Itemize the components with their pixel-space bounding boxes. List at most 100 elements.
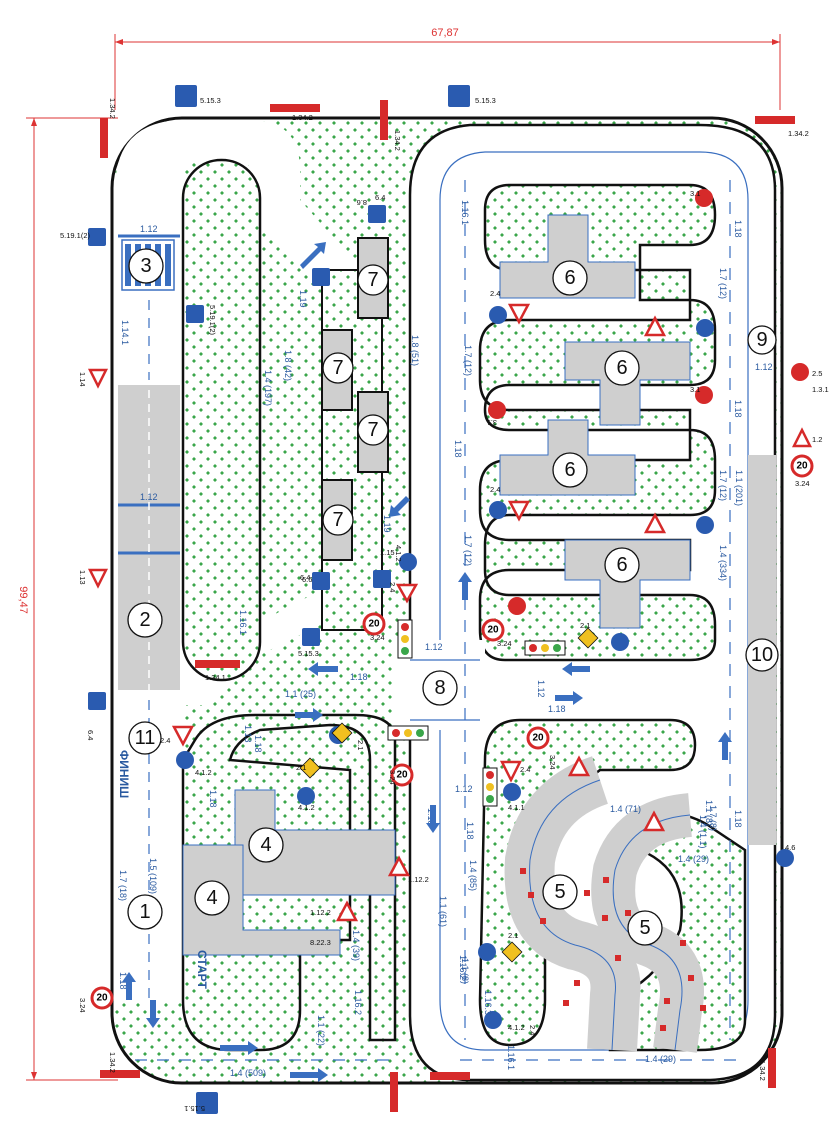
lane-direction-sign-icon	[175, 85, 197, 107]
sign-code: 1.34.2	[393, 130, 402, 151]
sign-code: 4.1.2	[394, 545, 403, 562]
sign-code: 2.1	[356, 740, 365, 750]
sign-code: 3.24	[497, 639, 512, 648]
sign-code: 1.34.2	[758, 1060, 767, 1081]
marking-label: 1.1 (22)	[316, 1015, 326, 1046]
sign-code: 1.34.2	[292, 113, 313, 122]
marking-label: 1.14.1	[120, 320, 130, 345]
zone-4b: 4	[206, 887, 217, 909]
width-label: 67,87	[431, 27, 459, 39]
arrow-icon	[122, 972, 136, 1000]
speed-limit-sign-icon	[481, 618, 505, 642]
zone-6c: 6	[564, 459, 575, 481]
sign-code: 3.24	[78, 998, 87, 1013]
zone-3: 3	[140, 255, 151, 277]
sign-code: 1.34.2	[108, 98, 117, 119]
speed-limit-value: 20	[532, 733, 544, 744]
parking-sign-icon	[88, 692, 106, 710]
direction-sign-icon	[297, 787, 315, 805]
sign-code: 5.15.3	[200, 96, 221, 105]
marking-label: 1.13	[243, 725, 253, 743]
sign-code: 3.24	[370, 633, 385, 642]
marking-label: 1.1 (61)	[438, 896, 448, 927]
sign-code-labels: 1.34.2 1.34.2 1.34.2 1.34.2 1.34.2 1.34.…	[60, 96, 829, 1113]
zone-6b: 6	[616, 357, 627, 379]
cone-markers	[520, 868, 706, 1031]
yield-sign-icon	[395, 583, 419, 604]
speed-limit-value: 20	[96, 993, 108, 1004]
barrier-bars	[100, 100, 795, 1112]
sign-code: 5.15.3	[298, 649, 319, 658]
marking-label: 1.1 (201)	[734, 470, 744, 506]
no-entry-sign-icon	[695, 189, 713, 207]
zone-10: 10	[751, 644, 773, 666]
marking-label: 1.12	[425, 642, 443, 652]
marking-label: 1.4 (85)	[468, 860, 478, 891]
pedestrian-crossing-sign-icon	[186, 305, 204, 323]
direction-sign-icon	[489, 501, 507, 519]
zone-6a: 6	[564, 267, 575, 289]
marking-label: 1.18	[733, 810, 743, 828]
lane-markings	[135, 180, 740, 1061]
marking-label: 1.12	[455, 784, 473, 794]
yield-sign-icon	[507, 303, 531, 325]
sign-code: 8.22.3	[310, 938, 331, 947]
no-entry-sign-icon	[695, 386, 713, 404]
marking-label: 1.4 (1.1)	[698, 815, 708, 849]
zone-8: 8	[434, 677, 445, 699]
speed-limit-value: 20	[487, 625, 499, 636]
marking-labels: 1.12 1.12 1.12 1.12 1.12 1.12 1.14.1 1.1…	[118, 200, 773, 1078]
sign-code: 2.4	[520, 765, 530, 774]
no-entry-sign-icon	[488, 401, 506, 419]
arrow-icon	[555, 691, 583, 705]
arrow-icon	[220, 1041, 258, 1055]
height-dimension: 99,47	[17, 117, 118, 1081]
marking-label: 1.18	[733, 400, 743, 418]
sign-code: 4.1.2	[508, 1023, 525, 1032]
zone-5b: 5	[639, 917, 650, 939]
marking-label: 1.18	[465, 822, 475, 840]
marking-label: 1.7 (8)	[708, 805, 718, 831]
yield-sign-icon	[507, 500, 531, 522]
lane-direction-sign-icon	[196, 1092, 218, 1114]
finish-label: ФИНИШ	[117, 750, 131, 798]
sign-code: 3.24	[548, 755, 557, 770]
arrow-icon	[426, 805, 440, 833]
sign-code: 5.19.1(2)	[208, 305, 217, 336]
priority-road-sign-icon	[299, 757, 321, 779]
sign-code: 4.1.2	[195, 768, 212, 777]
arrow-icon	[389, 496, 410, 517]
priority-road-sign-icon	[501, 941, 523, 963]
direction-sign-icon	[399, 553, 417, 571]
sign-code: 3.1	[690, 385, 700, 394]
sign-code: 2.4	[490, 289, 500, 298]
lane-direction-sign-icon	[312, 268, 330, 286]
traffic-light-icon	[482, 767, 498, 807]
direction-sign-icon	[176, 751, 194, 769]
warning-sign-icon	[335, 900, 359, 922]
marking-label: 1.7 (12)	[463, 345, 473, 376]
direction-sign-icon	[484, 1011, 502, 1029]
zone-9: 9	[756, 329, 767, 351]
marking-label: 1.18	[208, 790, 218, 808]
arrow-icon	[290, 1068, 328, 1082]
arrow-icon	[718, 732, 732, 760]
warning-sign-icon	[791, 427, 813, 448]
speed-limit-sign-icon	[90, 986, 114, 1010]
marking-label: 1.18	[548, 704, 566, 714]
arrow-icon	[146, 1000, 160, 1028]
lane-direction-sign-icon	[448, 85, 470, 107]
marking-label: 1.16.1	[238, 610, 248, 635]
zone-4-shapes	[182, 789, 396, 956]
zone-7a: 7	[367, 269, 378, 291]
sign-code: 6.4	[300, 573, 310, 582]
sign-code: 1.2	[812, 435, 822, 444]
arrow-icon	[300, 242, 326, 269]
sign-code: 3.1	[690, 189, 700, 198]
sign-code: 1.34.2	[108, 1052, 117, 1073]
zone-7d: 7	[332, 509, 343, 531]
marking-label: 1.4 (334)	[718, 545, 728, 581]
zone-markers: 1 2 3 4 4 5 5 6 6 6 6 7 7 7 7 8 9 10 1	[127, 248, 779, 946]
arrow-icon	[308, 662, 338, 676]
parking-sign-icon	[312, 572, 330, 590]
